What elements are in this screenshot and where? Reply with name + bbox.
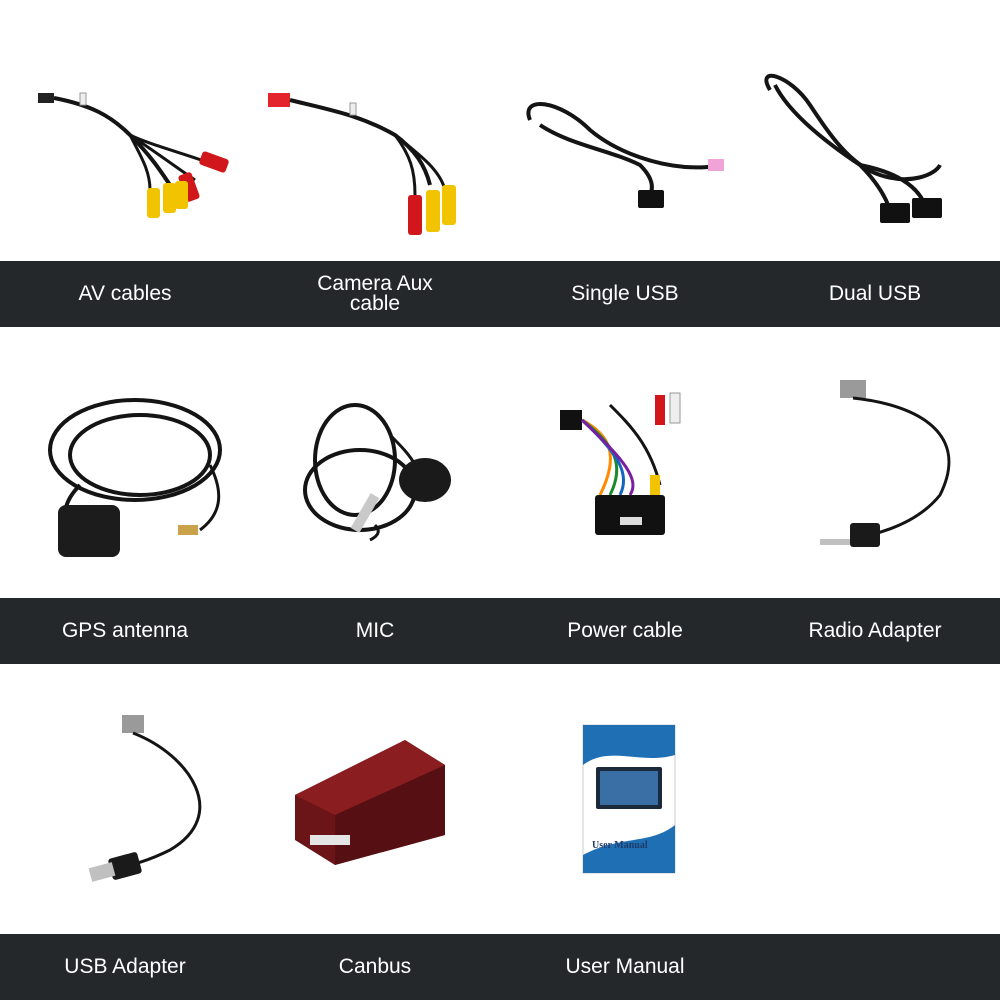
row-1-images bbox=[0, 55, 1000, 260]
label-band-row-2: GPS antenna MIC Power cable Radio Adapte… bbox=[0, 598, 1000, 664]
caption-power-cable: Power cable bbox=[567, 619, 683, 642]
single-usb-image bbox=[500, 55, 750, 260]
gps-antenna-image bbox=[0, 365, 250, 590]
label-band-row-1: AV cables Camera Aux cable Single USB Du… bbox=[0, 261, 1000, 327]
caption-radio-adapter: Radio Adapter bbox=[808, 619, 942, 642]
power-cable-icon bbox=[560, 392, 681, 535]
power-cable-image bbox=[500, 365, 750, 590]
usb-adapter-icon bbox=[88, 715, 202, 882]
row-2-images bbox=[0, 365, 1000, 590]
radio-adapter-image bbox=[750, 365, 1000, 590]
mic-icon bbox=[303, 403, 451, 542]
gps-antenna-icon bbox=[48, 398, 222, 557]
av-cables-image bbox=[0, 55, 250, 260]
user-manual-icon: User Manual bbox=[582, 724, 676, 874]
usb-adapter-image bbox=[0, 705, 250, 925]
av-cables-icon bbox=[38, 92, 229, 218]
caption-dual-usb: Dual USB bbox=[828, 282, 922, 305]
caption-single-usb: Single USB bbox=[571, 282, 679, 305]
canbus-image bbox=[250, 705, 500, 925]
caption-gps-antenna: GPS antenna bbox=[61, 619, 189, 642]
camera-aux-cable-icon bbox=[268, 93, 456, 235]
user-manual-image: User Manual bbox=[500, 705, 750, 925]
label-band-row-3: USB Adapter Canbus User Manual bbox=[0, 934, 1000, 1000]
mic-image bbox=[250, 365, 500, 590]
caption-empty bbox=[750, 934, 1000, 1000]
dual-usb-icon bbox=[764, 73, 942, 223]
row-3-images: User Manual bbox=[0, 705, 1000, 925]
canbus-icon bbox=[295, 740, 445, 865]
radio-adapter-icon bbox=[820, 380, 951, 547]
caption-user-manual: User Manual bbox=[565, 955, 685, 978]
single-usb-icon bbox=[526, 102, 724, 208]
camera-aux-cable-image bbox=[250, 55, 500, 260]
empty-cell bbox=[750, 705, 1000, 925]
caption-usb-adapter: USB Adapter bbox=[64, 955, 186, 978]
manual-cover-title: User Manual bbox=[592, 840, 648, 851]
caption-canbus: Canbus bbox=[338, 955, 412, 978]
dual-usb-image bbox=[750, 55, 1000, 260]
caption-av-cables: AV cables bbox=[78, 282, 172, 305]
caption-mic: MIC bbox=[355, 619, 395, 642]
caption-camera-aux-cable: Camera Aux cable bbox=[317, 272, 433, 315]
